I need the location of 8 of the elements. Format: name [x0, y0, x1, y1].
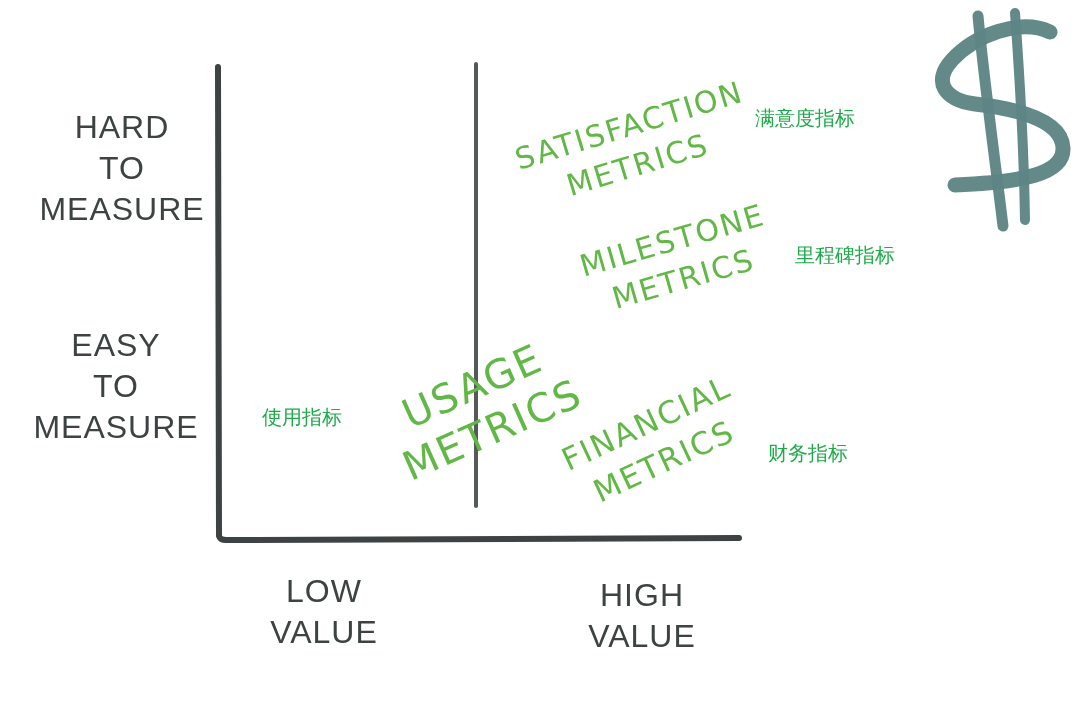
translation-label: 里程碑指标	[795, 242, 895, 268]
axis-label: LOW VALUE	[270, 572, 378, 652]
translation-label: 财务指标	[768, 440, 848, 466]
axis-label: HARD TO MEASURE	[39, 107, 205, 229]
axis-label: EASY TO MEASURE	[33, 325, 199, 447]
translation-label: 使用指标	[262, 404, 342, 430]
axis-label: HIGH VALUE	[588, 576, 696, 656]
translation-label: 满意度指标	[755, 105, 855, 131]
